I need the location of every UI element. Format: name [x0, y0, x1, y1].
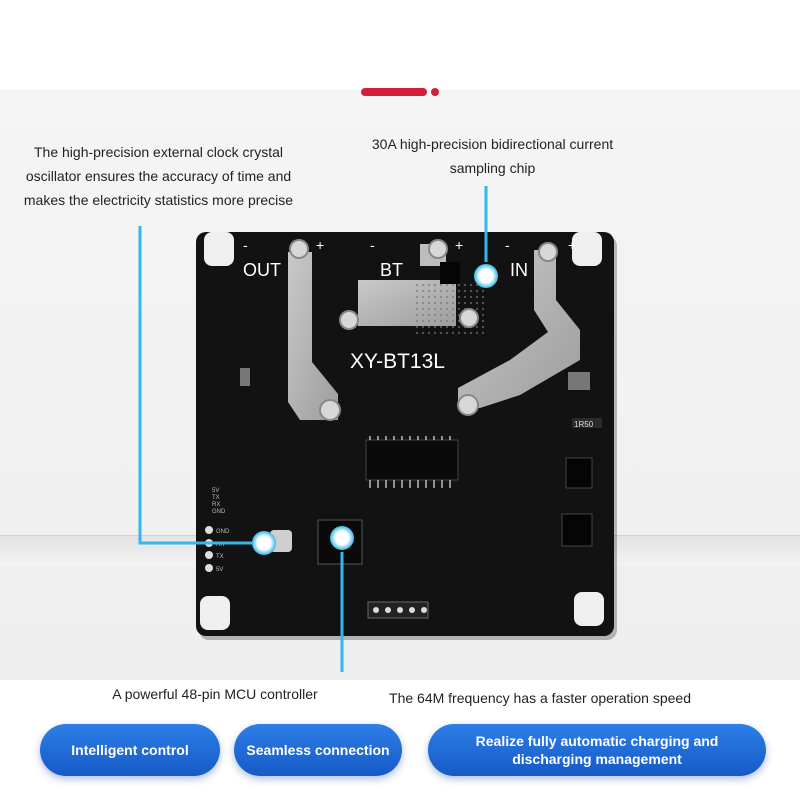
callout-line: oscillator ensures the accuracy of time … — [25, 168, 292, 184]
decorative-red-bar — [361, 88, 427, 96]
pin-label: GND — [212, 509, 226, 515]
pin-label: RX — [212, 502, 220, 508]
callout-line: The high-precision external clock crysta… — [34, 144, 283, 160]
pin-label: 5V — [212, 488, 219, 494]
pin-label: TX — [212, 495, 220, 501]
in-trace — [458, 250, 580, 408]
out-trace — [288, 252, 338, 420]
pin-label: TX — [216, 554, 224, 560]
resistor-label: 1R50 — [574, 420, 594, 429]
badge-label-line1: Realize fully automatic charging and — [475, 733, 719, 749]
intelligent-control-badge: Intelligent control — [40, 724, 220, 776]
terminal-bt-label: BT — [380, 260, 403, 280]
badge-label: Seamless connection — [246, 742, 390, 758]
seamless-connection-badge: Seamless connection — [234, 724, 402, 776]
bt-minus-label: - — [370, 237, 375, 253]
bt-plus-label: + — [455, 237, 463, 253]
badge-label: Intelligent control — [71, 742, 189, 758]
out-plus-label: + — [316, 237, 324, 253]
in-plus-label: + — [568, 237, 576, 253]
current-chip-callout: 30A high-precision bidirectional current… — [350, 132, 635, 180]
in-minus-label: - — [505, 237, 510, 253]
pin-label: 5V — [216, 567, 223, 573]
callout-line: 30A high-precision bidirectional current — [371, 136, 614, 152]
terminal-out-label: OUT — [243, 260, 281, 280]
crystal-callout: The high-precision external clock crysta… — [6, 140, 311, 212]
out-minus-label: - — [243, 237, 248, 253]
callout-line: makes the electricity statistics more pr… — [23, 192, 294, 208]
pin-labels-bottom: GND RX TX 5V — [216, 529, 230, 573]
header-pins — [205, 526, 429, 619]
standoffs — [200, 232, 604, 630]
decorative-red-dot — [431, 88, 439, 96]
pin-label: RX — [216, 542, 224, 548]
terminal-in-label: IN — [510, 260, 528, 280]
callout-markers — [252, 264, 498, 555]
pin-labels-top: 5V TX RX GND — [212, 488, 226, 515]
screws — [289, 239, 558, 421]
callout-line: sampling chip — [449, 160, 536, 176]
pin-label: GND — [216, 529, 230, 535]
auto-charging-badge: Realize fully automatic charging and dis… — [428, 724, 766, 776]
mcu-callout: A powerful 48-pin MCU controller — [112, 686, 318, 702]
callout-lines — [138, 186, 488, 672]
board-model-label: XY-BT13L — [350, 350, 445, 373]
frequency-callout: The 64M frequency has a faster operation… — [389, 690, 691, 706]
badge-label-line2: discharging management — [512, 751, 682, 767]
